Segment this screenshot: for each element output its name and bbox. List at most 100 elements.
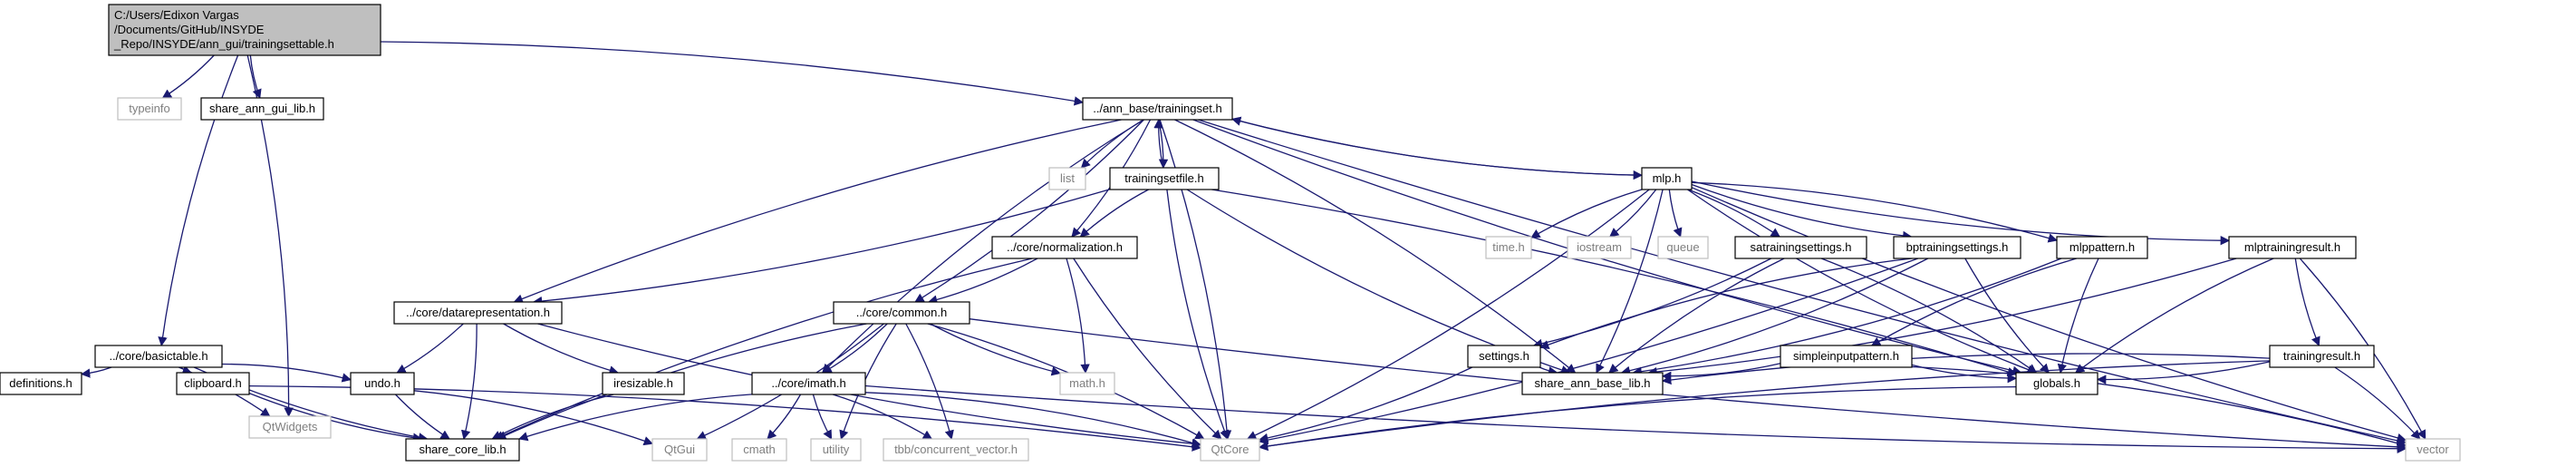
node-mlptrainingresult[interactable]: mlptrainingresult.h <box>2228 236 2357 259</box>
node-label: QtCore <box>1211 443 1249 456</box>
edge-imath-to-cmath <box>767 394 802 440</box>
node-iresizable[interactable]: iresizable.h <box>602 372 685 395</box>
node-label: _Repo/INSYDE/ann_gui/trainingsettable.h <box>113 37 334 51</box>
node-box <box>2405 438 2461 462</box>
node-normalization[interactable]: ../core/normalization.h <box>991 236 1138 259</box>
node-mlppattern[interactable]: mlppattern.h <box>2056 236 2148 259</box>
edge-mlptrainingresult-to-trainingresult <box>2294 258 2320 346</box>
edge-basictable-to-undo <box>221 363 352 383</box>
edge-root-to-typeinfo <box>161 54 215 99</box>
node-label: ../core/normalization.h <box>1007 240 1123 254</box>
edge-globals-to-qtcore <box>1258 385 2017 452</box>
node-label: utility <box>823 443 850 456</box>
edge-simpleinputpattern-to-globals <box>1911 364 2018 384</box>
edge-mlppattern-to-share_ann_base_lib <box>1632 258 2062 376</box>
node-box <box>94 345 223 368</box>
node-bptrainingsettings[interactable]: bptrainingsettings.h <box>1893 236 2021 259</box>
edge-clipboard-to-qtcore <box>248 384 1202 452</box>
node-box <box>2015 372 2098 395</box>
edge-imath-to-share_core_lib <box>518 394 753 442</box>
node-box <box>1657 236 1709 259</box>
edge-bptrainingsettings-to-globals <box>1964 258 2050 374</box>
edge-satrainingsettings-to-settings <box>1532 258 1772 348</box>
edge-imath-to-concurrent_vector <box>833 394 933 440</box>
node-qtwidgets: QtWidgets <box>248 415 332 439</box>
edge-mlp-to-bptrainingsettings <box>1691 183 1913 241</box>
edge-normalization-to-mathh <box>1066 258 1090 375</box>
node-label: QtWidgets <box>263 420 318 433</box>
node-imath[interactable]: ../core/imath.h <box>751 372 866 395</box>
edge-trainingsetfile-to-datarepresentation <box>532 189 1111 306</box>
node-trainingresult[interactable]: trainingresult.h <box>2269 345 2375 368</box>
node-trainingset[interactable]: ../ann_base/trainingset.h <box>1082 97 1233 121</box>
edge-common-to-imath <box>822 323 888 374</box>
edge-datarepresentation-to-undo <box>396 323 464 374</box>
node-box <box>1200 438 1260 462</box>
edge-bptrainingsettings-to-share_ann_base_lib <box>1620 258 1929 375</box>
node-share_core_lib[interactable]: share_core_lib.h <box>405 438 520 462</box>
node-mlp[interactable]: mlp.h <box>1641 167 1693 190</box>
node-box <box>2228 236 2357 259</box>
node-label: /Documents/GitHub/INSYDE <box>114 23 265 36</box>
edge-satrainingsettings-to-share_ann_base_lib <box>1608 258 1785 374</box>
edge-trainingset-to-imath <box>821 119 1144 374</box>
edge-trainingset-to-vector <box>1198 119 2407 446</box>
node-label: undo.h <box>364 376 400 390</box>
node-clipboard[interactable]: clipboard.h <box>176 372 250 395</box>
node-root[interactable]: C:/Users/Edixon Vargas/Documents/GitHub/… <box>108 4 381 56</box>
edge-iresizable-to-share_core_lib <box>491 394 614 440</box>
node-simpleinputpattern[interactable]: simpleinputpattern.h <box>1780 345 1913 368</box>
node-box <box>991 236 1138 259</box>
edge-simpleinputpattern-to-vector <box>1911 365 2407 448</box>
edge-mlp-to-mlppattern <box>1691 181 2059 243</box>
edge-datarepresentation-to-share_core_lib <box>460 323 478 441</box>
edge-mlptrainingresult-to-vector <box>2299 258 2426 440</box>
edge-settings-to-qtcore <box>1258 366 1473 443</box>
node-trainingsetfile[interactable]: trainingsetfile.h <box>1109 167 1220 190</box>
node-basictable[interactable]: ../core/basictable.h <box>94 345 223 368</box>
node-share_ann_base_lib[interactable]: share_ann_base_lib.h <box>1521 372 1664 395</box>
node-label: satrainingsettings.h <box>1750 240 1851 254</box>
node-box <box>2269 345 2375 368</box>
node-label: mlp.h <box>1653 171 1682 185</box>
edge-mlp-to-time <box>1530 189 1643 238</box>
node-box <box>883 438 1029 462</box>
edge-mlp-to-queue <box>1668 189 1683 238</box>
node-label: globals.h <box>2033 376 2080 390</box>
node-label: trainingsetfile.h <box>1124 171 1203 185</box>
node-label: math.h <box>1069 376 1105 390</box>
edge-basictable-to-definitions <box>80 366 112 378</box>
edge-trainingset-to-share_ann_base_lib <box>1174 119 1577 374</box>
edge-undo-to-qtgui <box>413 390 653 446</box>
node-label: share_core_lib.h <box>419 443 506 456</box>
edge-bptrainingsettings-to-settings <box>1539 258 1913 350</box>
edge-trainingsetfile-to-globals <box>1211 189 2017 376</box>
node-share_ann_gui_lib[interactable]: share_ann_gui_lib.h <box>200 97 324 121</box>
node-label: ../ann_base/trainingset.h <box>1093 102 1221 115</box>
node-box <box>1780 345 1913 368</box>
node-qtcore: QtCore <box>1200 438 1260 462</box>
edge-imath-to-vector <box>864 384 2407 453</box>
node-box <box>833 301 970 325</box>
node-box <box>1734 236 1867 259</box>
node-settings[interactable]: settings.h <box>1467 345 1541 368</box>
edge-common-to-vector <box>969 318 2407 452</box>
node-definitions[interactable]: definitions.h <box>0 372 82 395</box>
edge-trainingsetfile-to-trainingset <box>1153 118 1164 169</box>
node-box <box>1082 97 1233 121</box>
node-box <box>176 372 250 395</box>
node-common[interactable]: ../core/common.h <box>833 301 970 325</box>
edge-trainingsetfile-to-normalization <box>1079 189 1149 238</box>
node-globals[interactable]: globals.h <box>2015 372 2098 395</box>
edge-mlp-to-qtcore <box>1246 189 1650 440</box>
edge-root-to-trainingset <box>380 41 1085 106</box>
node-iostream: iostream <box>1567 236 1632 259</box>
node-satrainingsettings[interactable]: satrainingsettings.h <box>1734 236 1867 259</box>
node-utility: utility <box>810 438 862 462</box>
edge-imath-to-qtcore <box>864 392 1202 448</box>
edge-simpleinputpattern-to-share_ann_base_lib <box>1661 363 1781 382</box>
node-undo[interactable]: undo.h <box>350 372 415 395</box>
node-datarepresentation[interactable]: ../core/datarepresentation.h <box>393 301 563 325</box>
node-vector: vector <box>2405 438 2461 462</box>
edge-trainingresult-to-share_ann_base_lib <box>1661 353 2271 385</box>
